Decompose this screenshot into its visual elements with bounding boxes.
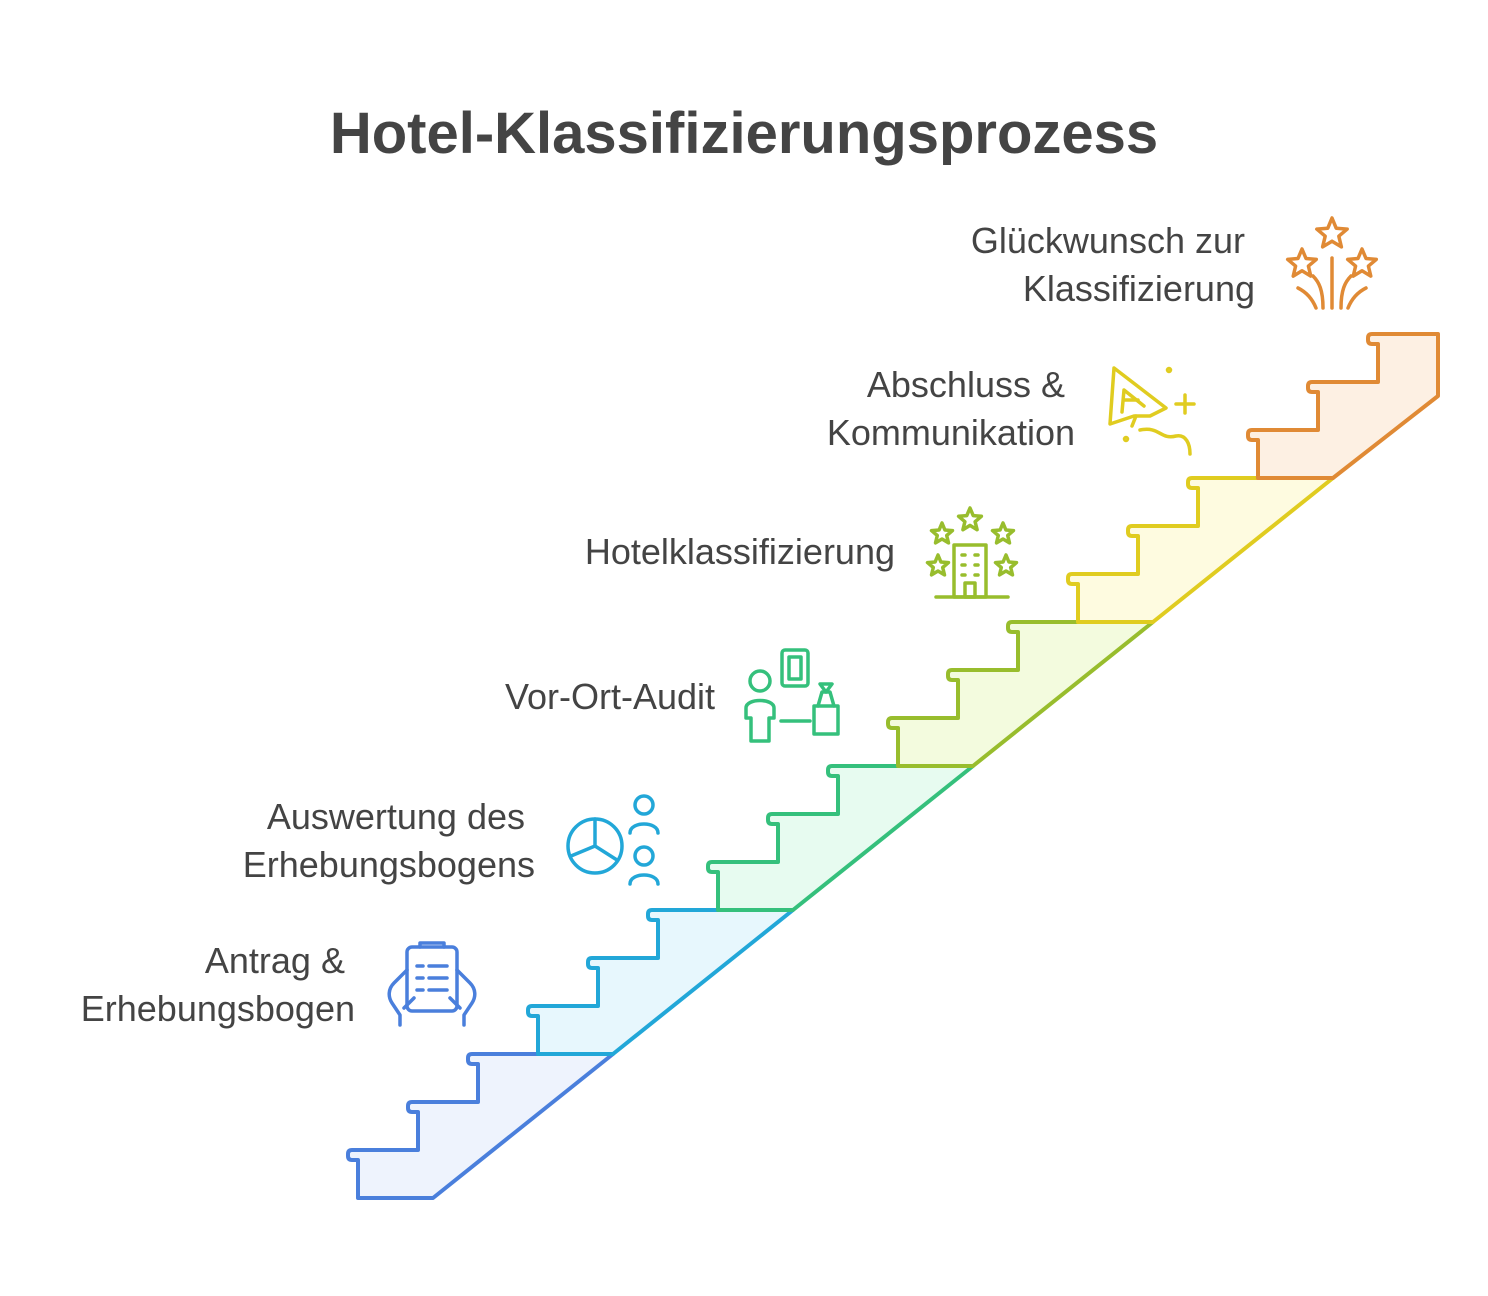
hotel-star-3: [990, 521, 1016, 545]
auditor-desk-icon: [744, 648, 840, 743]
hotel-star-4: [925, 553, 951, 577]
a-plus-grade-icon: [1108, 366, 1196, 456]
step-5-label: Abschluss & Kommunikation: [827, 364, 1075, 453]
step-3-label: Vor-Ort-Audit: [505, 676, 715, 717]
hotel-stars-icon: [925, 506, 1019, 599]
hotel-star-1: [956, 506, 984, 532]
step-1-label-line-2: Erhebungsbogen: [81, 988, 355, 1029]
stair-section-5: [1066, 476, 1335, 624]
step-6-label-line-1: Glückwunsch zur: [971, 220, 1245, 261]
step-4-label-line-1: Hotelklassifizierung: [585, 531, 895, 572]
firework-star-group: [1285, 216, 1379, 278]
step-2-label-line-1: Auswertung des: [267, 796, 525, 837]
step-6-label-line-2: Klassifizierung: [1023, 268, 1255, 309]
fireworks-stars-icon: [1285, 216, 1379, 310]
step-3-label-line-1: Vor-Ort-Audit: [505, 676, 715, 717]
step-1-label-line-1: Antrag &: [205, 940, 345, 981]
hotel-star-group: [925, 506, 1019, 577]
page-title: Hotel-Klassifizierungsprozess: [330, 101, 1158, 166]
hotel-star-5: [993, 553, 1019, 577]
pie-chart-people-icon: [566, 794, 660, 886]
step-6-label: Glückwunsch zur Klassifizierung: [971, 220, 1255, 309]
stair-section-6: [1246, 332, 1440, 480]
step-2-label: Auswertung des Erhebungsbogens: [243, 796, 535, 885]
clipboard-hands-icon: [387, 941, 477, 1027]
hotel-star-2: [929, 521, 955, 545]
stair-section-3: [706, 764, 975, 912]
firework-star-3: [1345, 247, 1379, 278]
stair-section-2: [526, 908, 795, 1056]
stair-section-1: [346, 1052, 615, 1200]
step-5-label-line-2: Kommunikation: [827, 412, 1075, 453]
step-4-label: Hotelklassifizierung: [585, 531, 895, 572]
firework-star-2: [1285, 247, 1319, 278]
stair-section-4: [886, 620, 1155, 768]
step-2-label-line-2: Erhebungsbogens: [243, 844, 535, 885]
staircase: [346, 332, 1440, 1200]
step-5-label-line-1: Abschluss &: [867, 364, 1065, 405]
step-1-label: Antrag & Erhebungsbogen: [81, 940, 355, 1029]
firework-star-1: [1315, 216, 1349, 249]
